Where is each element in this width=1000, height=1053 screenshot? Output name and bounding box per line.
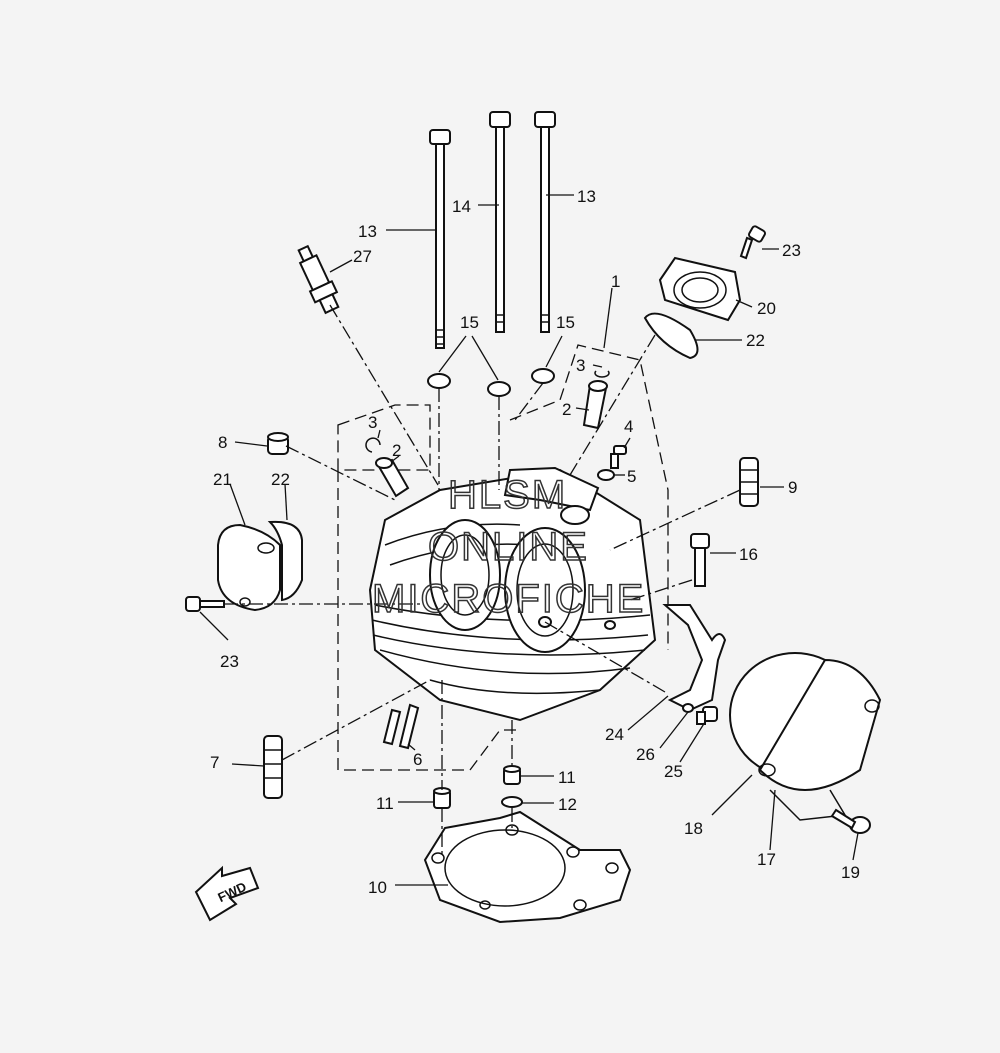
callout-3a: 3 <box>368 413 377 432</box>
washer-15-right <box>531 368 555 384</box>
dowel-11-left <box>433 787 451 809</box>
washer-26 <box>682 703 694 713</box>
callout-9: 9 <box>788 478 797 497</box>
washer-12 <box>501 796 523 808</box>
callout-4: 4 <box>624 417 633 436</box>
circlip-3-right <box>594 370 610 378</box>
callout-6: 6 <box>413 750 422 769</box>
side-cover-18 <box>729 652 882 821</box>
washer-15-mid <box>487 381 511 397</box>
callout-16: 16 <box>739 545 758 564</box>
gasket-24 <box>662 604 727 712</box>
o-ring-22-top <box>643 312 699 360</box>
intake-joint-20 <box>658 256 742 322</box>
head-gasket-10 <box>423 810 632 924</box>
callout-23b: 23 <box>220 652 239 671</box>
bolt-23-top <box>739 225 766 260</box>
callout-2a: 2 <box>392 441 401 460</box>
callout-27: 27 <box>353 247 372 266</box>
bolt-23-left <box>185 596 225 612</box>
gasket-22-left <box>267 520 303 602</box>
callout-18: 18 <box>684 819 703 838</box>
spark-plug <box>297 244 340 315</box>
watermark: HLSM ONLINE MICROFICHE <box>371 472 645 622</box>
callout-19: 19 <box>841 863 860 882</box>
bolt-16 <box>690 533 710 587</box>
callout-22b: 22 <box>746 331 765 350</box>
callout-26: 26 <box>636 745 655 764</box>
callout-10: 10 <box>368 878 387 897</box>
callout-8: 8 <box>218 433 227 452</box>
stud-bolt-14 <box>489 111 511 333</box>
alignment-lines <box>224 304 741 855</box>
callout-11a: 11 <box>376 794 394 813</box>
watermark-line-1: HLSM <box>448 473 567 517</box>
stud-bolt-13-right <box>534 111 556 333</box>
forward-direction-arrow: FWD <box>194 865 260 922</box>
dowel-pin-7 <box>263 735 283 799</box>
callout-7: 7 <box>210 753 219 772</box>
callout-13a: 13 <box>358 222 377 241</box>
callout-15a: 15 <box>460 313 479 332</box>
watermark-line-2: ONLINE <box>428 525 589 569</box>
valve-guide-2-left <box>375 457 410 498</box>
bolt-4 <box>610 445 627 469</box>
callout-5: 5 <box>627 467 636 486</box>
callout-23a: 23 <box>782 241 801 260</box>
leader-lines <box>199 194 859 886</box>
dowel-11-right <box>503 765 521 785</box>
assembly-outline-right <box>509 344 669 650</box>
callout-15b: 15 <box>556 313 575 332</box>
callout-3b: 3 <box>576 356 585 375</box>
assembly-outline-left <box>337 404 520 771</box>
cylinder-head <box>368 466 657 722</box>
cover-21 <box>217 523 281 612</box>
callout-25: 25 <box>664 762 683 781</box>
watermark-line-3: MICROFICHE <box>372 577 645 621</box>
callout-11b: 11 <box>558 768 576 787</box>
washer-5 <box>597 469 615 481</box>
stud-bolt-13-left <box>429 129 451 349</box>
callout-17: 17 <box>757 850 776 869</box>
callout-20: 20 <box>757 299 776 318</box>
callout-1: 1 <box>611 272 620 291</box>
callout-22a: 22 <box>271 470 290 489</box>
bolt-25 <box>696 706 718 725</box>
stud-6 <box>382 703 420 750</box>
dowel-pin-8 <box>267 432 289 455</box>
dowel-pin-9 <box>739 457 759 507</box>
callout-14: 14 <box>452 197 471 216</box>
callout-24: 24 <box>605 725 624 744</box>
callout-12: 12 <box>558 795 577 814</box>
callout-21: 21 <box>213 470 232 489</box>
callout-13b: 13 <box>577 187 596 206</box>
washer-15-left <box>427 373 451 389</box>
circlip-3-left <box>365 437 381 453</box>
bolt-19 <box>830 808 871 834</box>
callout-2b: 2 <box>562 400 571 419</box>
valve-guide-2-right <box>582 380 608 430</box>
